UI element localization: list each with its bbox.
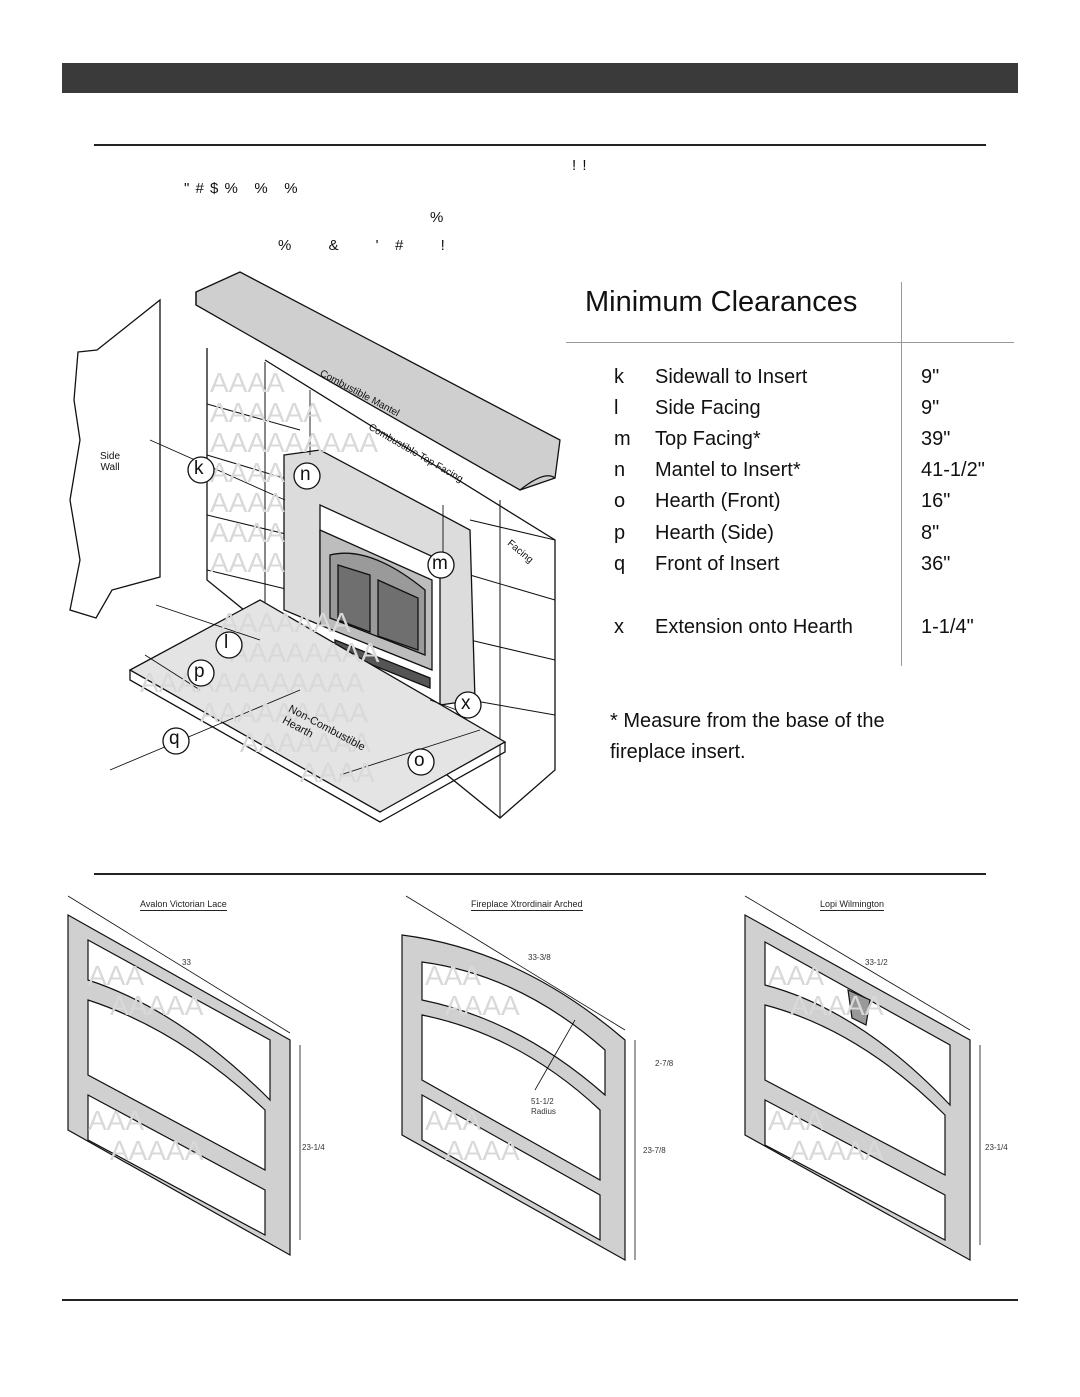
callout-q: q <box>169 728 180 749</box>
svg-text:AAAAAAA: AAAAAAA <box>240 727 371 758</box>
clearance-key: q <box>614 553 626 575</box>
face-wilmington <box>744 895 981 1262</box>
clearance-key: p <box>614 522 626 544</box>
clearance-key: x <box>614 616 624 638</box>
svg-text:AAAA: AAAA <box>445 1135 520 1166</box>
clearance-label: Side Facing <box>655 397 761 419</box>
callout-x: x <box>461 693 471 714</box>
svg-text:AAAAA: AAAAA <box>790 990 884 1021</box>
svg-text:AAAA: AAAA <box>210 547 285 578</box>
svg-text:AAAAA: AAAAA <box>110 990 204 1021</box>
svg-text:AAAAAA: AAAAAA <box>210 397 322 428</box>
face-watermark: AAA AAAAA AAA AAAAA AAA AAAA AAA AAAA AA… <box>88 960 884 1166</box>
clearance-label: Hearth (Side) <box>655 522 774 544</box>
clearance-row: m Top Facing* 39" <box>0 428 1080 458</box>
svg-text:AAAA: AAAA <box>210 457 285 488</box>
svg-text:AAA: AAA <box>88 1105 144 1136</box>
clearances-note: * Measure from the base of the fireplace… <box>610 710 885 763</box>
svg-text:AAAA: AAAA <box>210 367 285 398</box>
clearances-column-divider <box>901 282 902 666</box>
clearance-label: Mantel to Insert* <box>655 459 801 481</box>
clearance-key: n <box>614 459 626 481</box>
clearance-value: 9" <box>921 397 940 419</box>
face-radius-label: Radius <box>531 1107 556 1116</box>
clearance-row: p Hearth (Side) 8" <box>0 522 1080 552</box>
svg-text:AAAA: AAAA <box>445 990 520 1021</box>
clearance-key: o <box>614 490 626 512</box>
face-name-wilmington: Lopi Wilmington <box>820 899 885 911</box>
clearance-row: q Front of Insert 36" <box>0 553 1080 583</box>
svg-text:AAA: AAA <box>425 1105 481 1136</box>
clearance-row: o Hearth (Front) 16" <box>0 490 1080 520</box>
svg-text:AAAAA: AAAAA <box>790 1135 884 1166</box>
face-width-wilmington: 33-1/2 <box>865 958 888 967</box>
face-name-avalon: Avalon Victorian Lace <box>140 899 227 911</box>
svg-text:AAA: AAA <box>768 1105 824 1136</box>
section-rule-top <box>94 144 986 146</box>
clearance-value: 41-1/2" <box>921 459 985 481</box>
callout-n: n <box>300 464 311 485</box>
svg-text:AAA: AAA <box>88 960 144 991</box>
facing-frame <box>283 449 476 706</box>
svg-text:AAAAAAAAA: AAAAAAAAA <box>210 427 378 458</box>
clearance-label: Sidewall to Insert <box>655 366 808 388</box>
clearance-label: Extension onto Hearth <box>655 616 853 638</box>
callout-k: k <box>194 458 204 479</box>
face-height-avalon: 23-1/4 <box>302 1143 325 1152</box>
footer-rule <box>62 1299 1018 1301</box>
svg-text:AAAAAAAAAAAA: AAAAAAAAAAAA <box>140 667 364 698</box>
svg-text:AAAAAAAA: AAAAAAAA <box>230 637 380 668</box>
side-wall <box>69 298 161 619</box>
tile-watermark: AAAA AAAAAA AAAAAAAAA AAAA AAAA AAAA AAA… <box>140 367 380 788</box>
clearance-row: x Extension onto Hearth 1-1/4" <box>0 616 1080 646</box>
header-bar <box>62 63 1018 93</box>
section-rule-middle <box>94 873 986 875</box>
face-height-arched: 23-7/8 <box>643 1146 666 1155</box>
clearance-value: 9" <box>921 366 940 388</box>
intro-line-2: " # $ % % % <box>184 180 299 197</box>
clearance-row: n Mantel to Insert* 41-1/2" <box>0 459 1080 489</box>
clearance-label: Top Facing* <box>655 428 761 450</box>
intro-line-1: ! ! <box>572 157 588 174</box>
clearance-label: Hearth (Front) <box>655 490 781 512</box>
callout-m: m <box>432 553 448 574</box>
intro-line-3: % <box>430 209 445 226</box>
svg-text:AAA: AAA <box>425 960 481 991</box>
svg-text:AAAA: AAAA <box>300 757 375 788</box>
face-radius-value: 51-1/2 <box>531 1097 554 1106</box>
clearance-key: l <box>614 397 619 419</box>
clearances-title: Minimum Clearances <box>585 286 858 318</box>
clearance-row: k Sidewall to Insert 9" <box>0 366 1080 396</box>
clearance-value: 8" <box>921 522 940 544</box>
clearance-value: 16" <box>921 490 951 512</box>
clearance-row: l Side Facing 9" <box>0 397 1080 427</box>
face-width-avalon: 33 <box>182 958 191 967</box>
svg-text:AAAAA: AAAAA <box>110 1135 204 1166</box>
svg-text:AAAA: AAAA <box>210 487 285 518</box>
svg-text:AAAAAAAAA: AAAAAAAAA <box>200 697 368 728</box>
clearance-value: 1-1/4" <box>921 616 974 638</box>
side-wall-label: Side Wall <box>100 451 121 473</box>
face-width-arched: 33-3/8 <box>528 953 551 962</box>
face-arch-arched: 2-7/8 <box>655 1059 674 1068</box>
svg-text:AAA: AAA <box>768 960 824 991</box>
clearance-key: m <box>614 428 631 450</box>
svg-text:AAAA: AAAA <box>210 517 285 548</box>
callout-p: p <box>194 661 205 682</box>
face-height-wilmington: 23-1/4 <box>985 1143 1008 1152</box>
callout-o: o <box>414 750 425 771</box>
clearances-divider <box>566 342 1014 343</box>
clearance-label: Front of Insert <box>655 553 780 575</box>
face-arched <box>401 895 636 1262</box>
intro-line-4: % & ' # ! <box>278 237 446 254</box>
face-avalon <box>67 895 301 1257</box>
clearance-key: k <box>614 366 624 388</box>
svg-text:AAAAAAA: AAAAAAA <box>220 607 351 638</box>
clearance-value: 39" <box>921 428 951 450</box>
callout-l: l <box>224 632 229 653</box>
face-name-arched: Fireplace Xtrordinair Arched <box>471 899 583 911</box>
clearance-value: 36" <box>921 553 951 575</box>
